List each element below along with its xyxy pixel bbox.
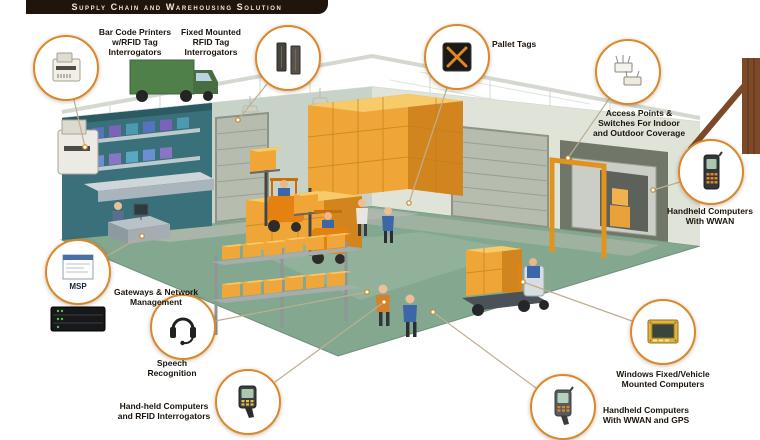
pallet-truck xyxy=(462,246,549,316)
callout-msp-gateway: MSP xyxy=(45,239,111,305)
delivery-truck xyxy=(129,59,218,102)
callout-handheld-rfid xyxy=(215,369,281,435)
label-pallet-tags: Pallet Tags xyxy=(492,39,537,49)
label-fixed-rfid: Fixed Mounted RFID Tag Interrogators xyxy=(181,27,241,58)
label-speech-recognition: Speech Recognition xyxy=(147,358,197,379)
office-desk xyxy=(108,202,170,244)
handheld-wwan-icon xyxy=(703,151,723,190)
label-handheld-rfid: Hand-held Computers and RFID Interrogato… xyxy=(117,401,211,422)
callout-access-points xyxy=(595,39,661,105)
wooden-fence xyxy=(687,58,760,154)
msp-console-icon xyxy=(62,254,94,280)
label-handheld-wwan: Handheld Computers With WWAN xyxy=(667,206,753,227)
msp-screen-label: MSP xyxy=(69,282,87,291)
callout-handheld-wwan xyxy=(678,139,744,205)
label-barcode-printers: Bar Code Printers w/RFID Tag Interrogato… xyxy=(98,27,172,58)
handheld-rfid-icon xyxy=(238,385,257,418)
access-point-icon xyxy=(614,55,642,86)
label-access-points: Access Points & Switches For Indoor and … xyxy=(592,108,686,139)
label-gateways-network: Gateways & Network Management xyxy=(113,287,199,308)
server-rack-image xyxy=(50,306,106,332)
box-stack-large xyxy=(307,94,464,200)
barcode-printer-icon xyxy=(52,52,81,82)
wall-shelves xyxy=(84,117,214,202)
page-title: Supply Chain and Warehousing Solution xyxy=(26,0,328,14)
callout-pallet-tags xyxy=(424,24,490,90)
vehicle-mounted-computer-icon xyxy=(647,319,679,344)
headset-icon xyxy=(170,317,196,346)
label-handheld-gps: Handheld Computers With WWAN and GPS xyxy=(602,405,690,426)
front-shelving xyxy=(212,233,362,335)
label-vehicle-mounted: Windows Fixed/Vehicle Mounted Computers xyxy=(616,369,710,390)
rfid-interrogator-icon xyxy=(276,42,301,75)
callout-barcode-printers xyxy=(33,35,99,101)
callout-vehicle-mounted xyxy=(630,299,696,365)
workers-back xyxy=(356,199,394,243)
callout-handheld-gps xyxy=(530,374,596,440)
handheld-gps-icon xyxy=(554,386,574,425)
scan-portal xyxy=(549,157,607,258)
pallet-tag-icon xyxy=(442,42,472,72)
callout-fixed-rfid xyxy=(255,25,321,91)
callout-speech-recognition xyxy=(150,294,216,360)
